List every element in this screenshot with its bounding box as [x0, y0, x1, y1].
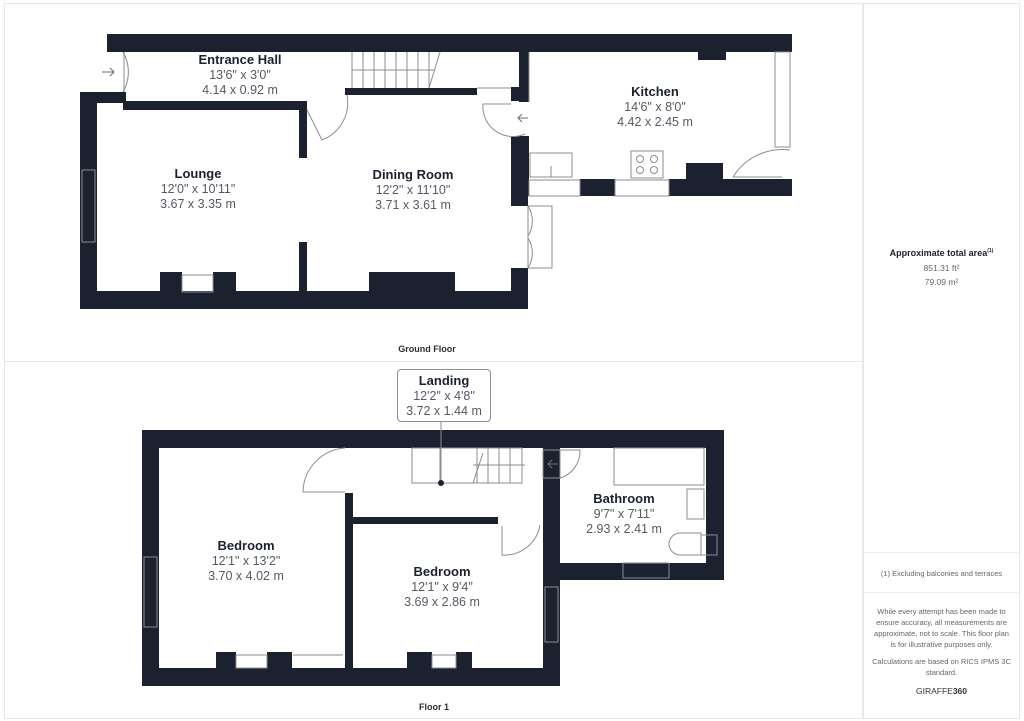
ground-floor-details [81, 51, 791, 293]
room-label-bathroom: Bathroom 9'7" x 7'11" 2.93 x 2.41 m [586, 491, 662, 536]
entrance-arrow-icon [102, 67, 115, 77]
floor1-walls [142, 430, 724, 686]
room-label-landing: Landing 12'2" x 4'8" 3.72 x 1.44 m [397, 369, 491, 422]
floor-title-ground: Ground Floor [398, 344, 456, 354]
summary-separator [864, 592, 1019, 593]
calculation-note: Calculations are based on RICS IPMS 3C s… [872, 657, 1011, 677]
ground-floor-walls [80, 34, 792, 309]
room-label-entrance-hall: Entrance Hall 13'6" x 3'0" 4.14 x 0.92 m [198, 52, 282, 97]
floor-divider [4, 361, 863, 362]
floor1-details [143, 422, 718, 669]
total-area: Approximate total area(1) 851.31 ft² 79.… [863, 248, 1020, 287]
kitchen-entry-arrow-icon [517, 113, 528, 123]
total-area-m: 79.09 m² [924, 277, 959, 287]
room-label-dining-room: Dining Room 12'2" x 11'10" 3.71 x 3.61 m [372, 167, 454, 212]
room-label-bedroom-1: Bedroom 12'1" x 13'2" 3.70 x 4.02 m [208, 538, 284, 583]
landing-marker-icon [438, 480, 444, 486]
footnote-marker: (1) [987, 248, 994, 254]
bathroom-entry-arrow-icon [547, 459, 558, 469]
floor-title-floor-1: Floor 1 [418, 702, 450, 712]
summary-panel [863, 3, 1020, 719]
room-label-kitchen: Kitchen 14'6" x 8'0" 4.42 x 2.45 m [617, 84, 693, 129]
total-area-title: Approximate total area [889, 248, 988, 258]
disclaimer-text: While every attempt has been made to ens… [874, 607, 1009, 649]
brand-logo: GIRAFFE360 [915, 686, 968, 696]
footnote-text: (1) Excluding balconies and terraces [880, 569, 1003, 578]
total-area-ft: 851.31 ft² [923, 263, 960, 273]
entry-arrows [102, 67, 528, 123]
room-label-lounge: Lounge 12'0" x 10'11" 3.67 x 3.35 m [160, 166, 236, 211]
summary-separator [864, 552, 1019, 553]
room-label-bedroom-2: Bedroom 12'1" x 9'4" 3.69 x 2.86 m [404, 564, 480, 609]
